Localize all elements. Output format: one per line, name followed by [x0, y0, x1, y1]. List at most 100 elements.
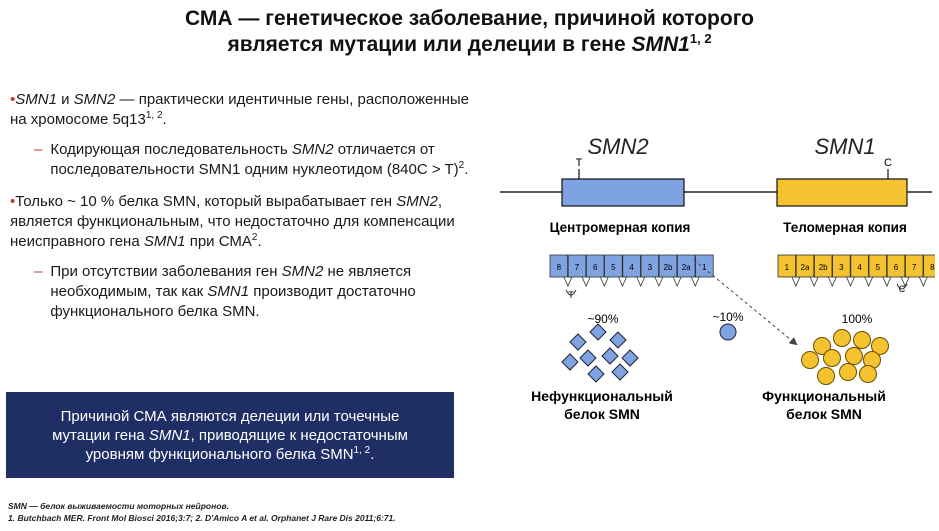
nonfunctional-protein-diamond: [609, 331, 627, 349]
smn2-splice-marker: [690, 276, 700, 287]
title-sup: 1, 2: [689, 31, 712, 46]
smn2-splice-marker: [636, 276, 646, 287]
bullet-text: и: [56, 91, 74, 108]
smn1-exon-label: 5: [876, 263, 881, 272]
functional-smn1-percentage: 100%: [842, 312, 873, 326]
nonfunctional-protein-cluster: [561, 323, 639, 383]
functional-protein-label-1: Функциональный: [762, 388, 886, 404]
bullet-text: — практически идентичные гены, расположе…: [10, 91, 470, 128]
smn1-splice-marker: [918, 276, 928, 287]
smn1-exon-label: 8: [930, 263, 935, 272]
bullet-text: Только ~ 10 % белка SMN, который вырабат…: [15, 193, 397, 210]
smn2-exon-box: [622, 254, 641, 278]
smn1-splice-marker: [845, 276, 856, 287]
smn1-splice-marker: [791, 276, 801, 287]
functional-smn2-percentage: ~10%: [712, 310, 743, 324]
smn2-exon-label: 5: [611, 263, 616, 272]
smn1-exon-box: [777, 254, 797, 278]
smn2-splice-marker: [563, 276, 573, 287]
smn1-splice-marker: [809, 276, 819, 287]
nonfunctional-protein-diamond: [611, 363, 629, 381]
callout-line-2: мутации гена SMN1, приводящие к недостат…: [6, 426, 454, 445]
bullet-text: .: [464, 161, 469, 178]
functional-protein-circle: [859, 365, 877, 383]
smn2-splice-marker: [617, 276, 628, 287]
functional-protein-circle: [839, 363, 857, 381]
functional-protein-circle: [813, 337, 831, 355]
smn2-exon-box: [549, 254, 569, 278]
smn2-label: SMN2: [587, 134, 648, 159]
functional-protein-cluster: [801, 329, 889, 385]
smn2-exon-box: [640, 254, 660, 278]
smn2-exon-label: 1: [702, 263, 707, 272]
smn1-exon-box: [886, 254, 906, 278]
sub-bullet-dash: –: [34, 141, 43, 158]
gene-name: SMN2: [396, 193, 438, 210]
title-line-1: СМА — генетическое заболевание, причиной…: [185, 7, 754, 30]
smn1-exon-label: 4: [857, 263, 862, 272]
reference-sup: 2: [458, 160, 465, 171]
callout-text: мутации гена: [52, 426, 149, 444]
nonfunctional-protein-diamond: [589, 323, 607, 341]
callout-text: уровням функционального белка SMN: [85, 445, 354, 463]
smn1-exon-box: [813, 254, 833, 278]
gene-name: SMN1: [15, 91, 57, 108]
callout-line-3: уровням функционального белка SMN1, 2.: [6, 445, 454, 464]
bullet-text: производит достаточно функционального бе…: [50, 283, 416, 320]
gene-name: SMN2: [291, 141, 334, 158]
nonfunctional-protein-diamond: [579, 349, 597, 367]
smn2-exon7-skip-arc: [565, 289, 577, 296]
functional-protein-circle: [823, 349, 841, 367]
title-gene: SMN1: [631, 33, 690, 56]
title-line-2-text: является мутации или делеции в гене: [227, 33, 632, 56]
functional-protein-circle: [833, 329, 851, 347]
smn-gene-diagram: T C SMN2 SMN1 Центромерная копия Теломер…: [500, 134, 935, 422]
bullet-text: не является необходимым, так как: [50, 263, 412, 300]
smn2-splice-marker: [672, 276, 682, 287]
smn2-splice-marker: [581, 276, 591, 287]
smn2-exon-box: [695, 254, 714, 278]
smn1-exon-box: [923, 254, 935, 278]
footnote: SMN — белок выживаемости моторных нейрон…: [8, 500, 396, 524]
gene-name: SMN1: [207, 283, 250, 300]
functional-protein-circle: [801, 351, 819, 369]
bullet-text: .: [257, 233, 262, 250]
smn2-splice-marker: [654, 276, 664, 287]
gene-name: SMN1: [143, 233, 186, 250]
smn2-exon-box: [676, 254, 696, 278]
callout-line-1: Причиной СМА являются делеции или точечн…: [60, 407, 400, 425]
nonfunctional-protein-diamond: [601, 347, 619, 365]
smn1-exon-box: [904, 254, 924, 278]
smn1-gene-box: [776, 178, 908, 207]
smn1-exon-label: 6: [894, 263, 899, 272]
gene-name: SMN2: [73, 91, 116, 108]
smn2-exon-label: 6: [593, 263, 598, 272]
functional-protein-circle: [871, 337, 889, 355]
smn1-exon-box: [832, 254, 851, 278]
smn2-exon-label: 4: [629, 263, 634, 272]
reference-sup: 2: [251, 232, 258, 243]
smn2-exon-box: [658, 254, 678, 278]
smn1-exon-box: [868, 254, 888, 278]
bullet-1: •SMN1 и SMN2 — практически идентичные ге…: [10, 90, 470, 130]
reference-sup: 1, 2: [145, 110, 163, 121]
smn1-exon-label: 3: [839, 263, 844, 272]
smn1-nucleotide-label: C: [884, 157, 892, 169]
sub-bullet-body: При отсутствии заболевания ген SMN2 не я…: [50, 262, 470, 322]
smn2-exon-box: [567, 254, 587, 278]
smn1-exon-label: 2a: [801, 263, 810, 272]
smn1-exon-box: [795, 254, 815, 278]
nonfunctional-protein-diamond: [587, 365, 605, 383]
smn2-exon-label: 2a: [682, 263, 691, 272]
smn1-splice-marker: [827, 276, 837, 287]
nonfunctional-protein-diamond: [569, 333, 587, 351]
sub-bullet-2: –При отсутствии заболевания ген SMN2 не …: [34, 262, 470, 322]
sub-bullet-1: –Кодирующая последовательность SMN2 отли…: [34, 140, 470, 180]
bullet-text: При отсутствии заболевания ген: [50, 263, 282, 280]
callout-text: , приводящие к недостаточным: [190, 426, 408, 444]
functional-protein-circle: [853, 331, 871, 349]
bullet-text: отличается от последовательности SMN1 од…: [50, 141, 459, 178]
nonfunctional-protein-label-1: Нефункциональный: [531, 388, 673, 404]
bullet-text: при СМА: [185, 233, 252, 250]
